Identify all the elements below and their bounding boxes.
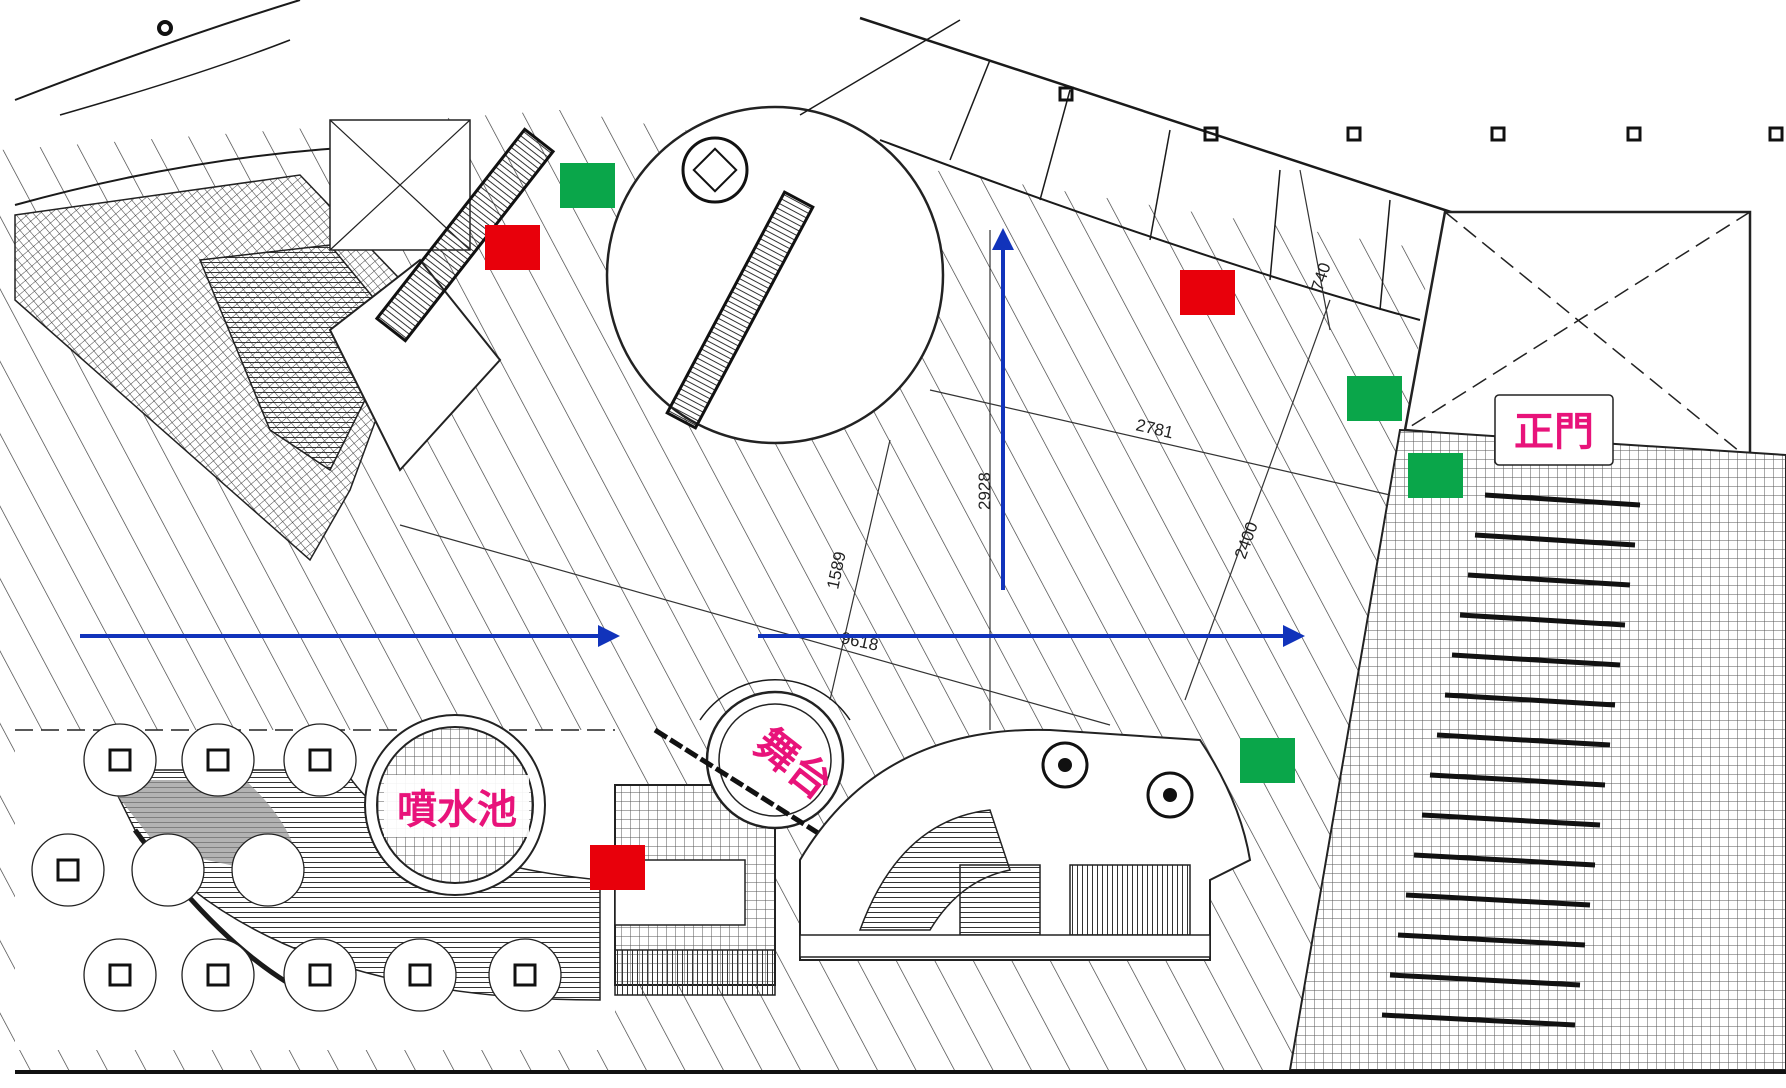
left-building xyxy=(14,0,502,562)
red-marker xyxy=(590,845,645,890)
dimension-lines xyxy=(399,169,1391,730)
dim-2928: 2928 xyxy=(975,472,994,510)
seating-building xyxy=(799,728,1252,961)
main-gate-label-bg xyxy=(1494,394,1614,466)
green-markers xyxy=(560,163,1463,783)
flow-arrow-north xyxy=(992,228,1014,590)
right-paved-area xyxy=(1288,428,1786,1071)
green-marker xyxy=(1408,453,1463,498)
top-corridor xyxy=(799,16,1784,321)
flow-arrow-east xyxy=(758,625,1305,647)
flow-arrow-west xyxy=(80,625,620,647)
green-marker xyxy=(1240,738,1295,783)
red-markers xyxy=(485,225,1235,890)
green-marker xyxy=(1347,376,1402,421)
flow-arrows xyxy=(80,228,1305,647)
circular-hall xyxy=(605,105,945,445)
stage-platform xyxy=(653,679,851,853)
green-marker xyxy=(560,163,615,208)
escalator-left xyxy=(374,127,556,343)
red-marker xyxy=(485,225,540,270)
red-marker xyxy=(1180,270,1235,315)
main-gate-label: 正門 xyxy=(1514,409,1594,455)
fountain-label-bg xyxy=(384,775,529,837)
fountain-label: 噴水池 xyxy=(397,787,517,833)
garden-area xyxy=(15,723,615,1050)
